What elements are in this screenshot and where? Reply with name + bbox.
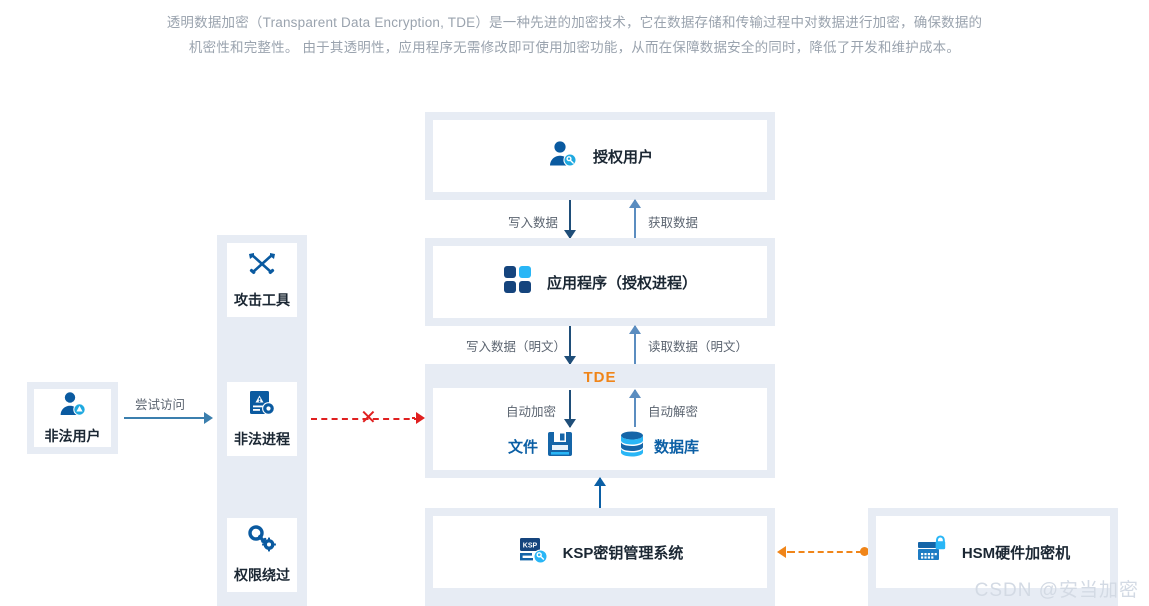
auto-encrypt-arrow — [563, 390, 577, 428]
threat-card-privilege-bypass[interactable]: 权限绕过 — [227, 518, 297, 592]
ksp-hsm-line — [789, 551, 862, 553]
read-data-plain-label: 读取数据（明文） — [648, 340, 749, 354]
threat-label: 非法进程 — [234, 431, 290, 447]
try-access-arrow — [124, 412, 213, 424]
illegal-user-card[interactable]: 非法用户 — [34, 389, 111, 447]
description-line-1: 透明数据加密（Transparent Data Encryption, TDE）… — [166, 15, 983, 30]
auto-encrypt-label: 自动加密 — [506, 405, 557, 419]
ksp-monitor-icon: KSP — [517, 535, 549, 570]
file-label: 文件 — [508, 439, 539, 456]
floppy-disk-icon — [546, 430, 574, 463]
write-data-label: 写入数据 — [508, 216, 559, 230]
hsm-server-lock-icon — [916, 535, 948, 570]
blocked-x-icon: ✕ — [360, 407, 377, 429]
write-data-arrow — [563, 200, 577, 239]
try-access-label: 尝试访问 — [135, 398, 186, 412]
tde-title: TDE — [583, 369, 617, 386]
ksp-label: KSP密钥管理系统 — [562, 544, 684, 562]
user-warning-icon — [58, 391, 88, 422]
ksp-hsm-endpoint-dot — [860, 547, 869, 556]
database-icon — [618, 430, 646, 463]
page-description: 透明数据加密（Transparent Data Encryption, TDE）… — [0, 10, 1149, 60]
blocked-access-line — [311, 418, 420, 420]
threat-label: 权限绕过 — [234, 567, 290, 583]
application-label: 应用程序（授权进程） — [546, 274, 697, 292]
warning-document-icon — [247, 389, 277, 422]
svg-text:KSP: KSP — [522, 542, 537, 549]
auto-decrypt-arrow — [628, 389, 642, 427]
write-data-plain-label: 写入数据（明文） — [466, 340, 567, 354]
ksp-to-tde-arrow — [593, 477, 607, 510]
file-node[interactable]: 文件 — [508, 430, 574, 463]
threat-card-illegal-process[interactable]: 非法进程 — [227, 382, 297, 456]
hsm-card[interactable]: HSM硬件加密机 — [876, 516, 1110, 588]
hsm-label: HSM硬件加密机 — [961, 544, 1071, 562]
description-line-2: 机密性和完整性。 由于其透明性，应用程序无需修改即可使用加密功能，从而在保障数据… — [188, 40, 961, 55]
ksp-hsm-arrowhead — [777, 546, 790, 558]
ksp-card[interactable]: KSP KSP密钥管理系统 — [433, 516, 767, 588]
write-data-plain-arrow — [563, 326, 577, 365]
crossed-swords-icon — [247, 250, 277, 283]
blocked-access-arrowhead — [412, 412, 425, 424]
threat-label: 攻击工具 — [234, 292, 290, 308]
fetch-data-label: 获取数据 — [648, 216, 699, 230]
authorized-user-card[interactable]: 授权用户 — [433, 120, 767, 192]
authorized-user-label: 授权用户 — [592, 148, 653, 166]
application-card[interactable]: 应用程序（授权进程） — [433, 246, 767, 318]
key-gear-icon — [247, 525, 277, 558]
app-squares-icon — [503, 265, 533, 300]
illegal-user-label: 非法用户 — [44, 427, 101, 444]
threat-card-attack-tool[interactable]: 攻击工具 — [227, 243, 297, 317]
database-node[interactable]: 数据库 — [618, 430, 699, 463]
watermark: CSDN @安当加密 — [974, 580, 1139, 601]
auto-decrypt-label: 自动解密 — [648, 405, 699, 419]
database-label: 数据库 — [654, 439, 700, 456]
tde-card: 自动加密 自动解密 文件 — [433, 388, 767, 470]
read-data-plain-arrow — [628, 325, 642, 364]
user-key-icon — [547, 140, 579, 173]
fetch-data-arrow — [628, 199, 642, 238]
